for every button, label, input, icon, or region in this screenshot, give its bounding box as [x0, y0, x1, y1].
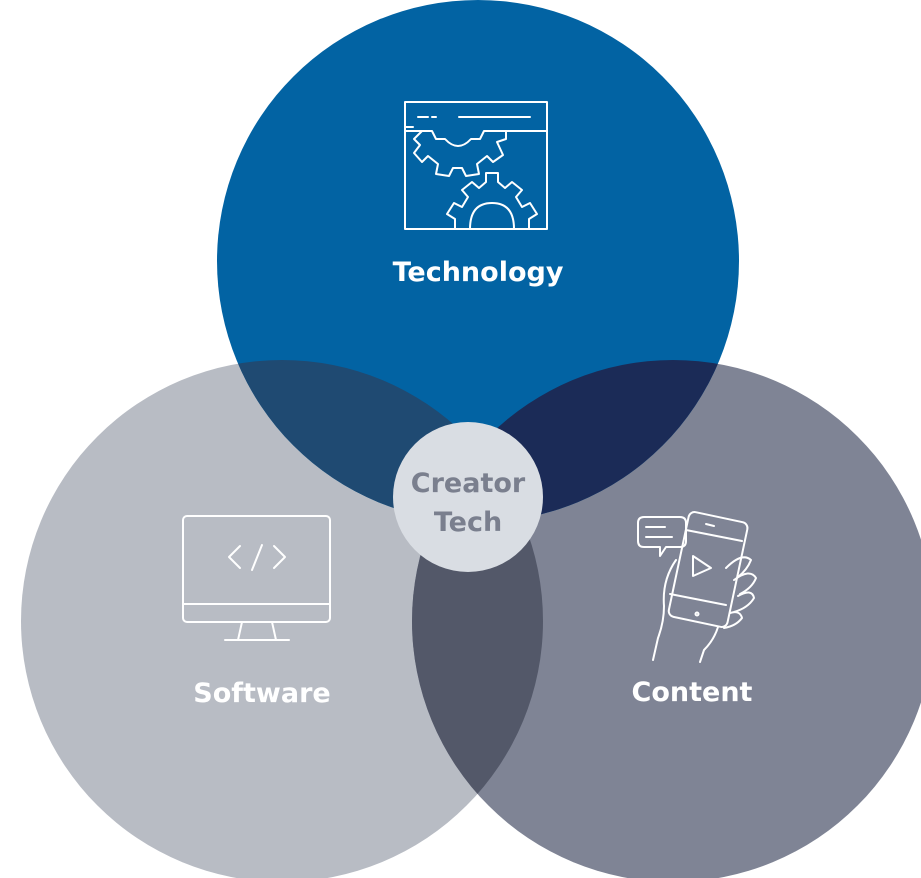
technology-label: Technology — [393, 257, 564, 288]
software-label: Software — [193, 678, 330, 709]
center-label-line2: Tech — [434, 507, 502, 538]
center-label-line1: Creator — [411, 468, 526, 499]
gear-window-icon — [404, 101, 548, 230]
code-monitor-icon — [182, 515, 331, 641]
content-label: Content — [632, 677, 753, 708]
phone-video-icon — [637, 511, 757, 663]
center-circle — [393, 422, 543, 572]
